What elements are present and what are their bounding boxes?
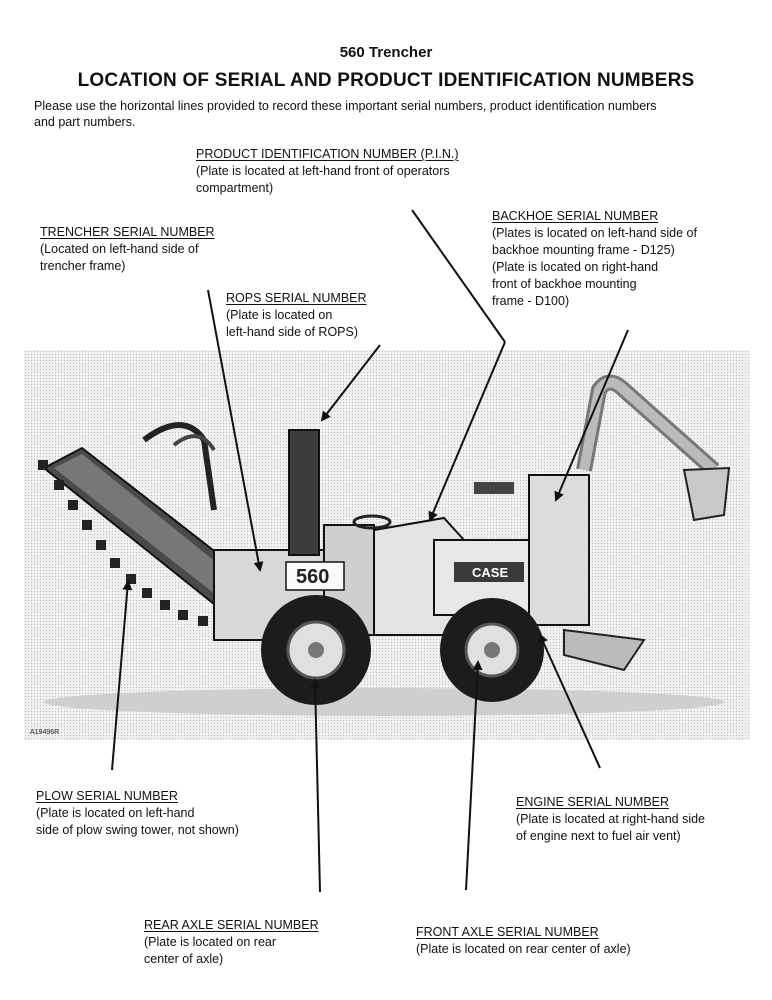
figure-code: A19496R (30, 729, 59, 736)
label-rear-axle-heading: REAR AXLE SERIAL NUMBER (144, 918, 319, 932)
label-pin-heading: PRODUCT IDENTIFICATION NUMBER (P.I.N.) (196, 147, 459, 161)
label-pin-line: (Plate is located at left-hand front of … (196, 164, 450, 178)
brand-logo: CASE (472, 565, 508, 580)
label-backhoe-line: (Plate is located on right-hand (492, 260, 659, 274)
label-trencher-heading: TRENCHER SERIAL NUMBER (40, 225, 215, 239)
label-engine: ENGINE SERIAL NUMBER (Plate is located a… (516, 794, 756, 845)
label-rops-heading: ROPS SERIAL NUMBER (226, 291, 367, 305)
label-front-axle-heading: FRONT AXLE SERIAL NUMBER (416, 925, 599, 939)
label-front-axle-line: (Plate is located on rear center of axle… (416, 942, 631, 956)
trencher-photo: CASE 560 A19496R (24, 350, 750, 740)
label-trencher-line: (Located on left-hand side of (40, 242, 199, 256)
label-rops-line: left-hand side of ROPS) (226, 325, 359, 339)
label-rear-axle-line: center of axle) (144, 952, 224, 966)
label-engine-line: of engine next to fuel air vent) (516, 829, 681, 843)
label-rear-axle: REAR AXLE SERIAL NUMBER (Plate is locate… (144, 917, 374, 968)
label-engine-line: (Plate is located at right-hand side (516, 812, 705, 826)
label-rops: ROPS SERIAL NUMBER (Plate is located on … (226, 290, 426, 341)
label-trencher-line: trencher frame) (40, 259, 126, 273)
label-front-axle: FRONT AXLE SERIAL NUMBER (Plate is locat… (416, 924, 696, 958)
label-backhoe-line: backhoe mounting frame - D125) (492, 243, 675, 257)
rear-wheel (261, 595, 371, 705)
label-backhoe-line: frame - D100) (492, 294, 570, 308)
label-pin-line: compartment) (196, 181, 274, 195)
document-model-title: 560 Trencher (339, 44, 433, 61)
front-wheel (440, 598, 544, 702)
document-title: LOCATION OF SERIAL AND PRODUCT IDENTIFIC… (77, 70, 695, 91)
label-backhoe: BACKHOE SERIAL NUMBER (Plates is located… (492, 208, 752, 310)
label-engine-heading: ENGINE SERIAL NUMBER (516, 795, 670, 809)
model-plate-text: 560 (296, 566, 329, 588)
label-pin: PRODUCT IDENTIFICATION NUMBER (P.I.N.) (… (196, 146, 516, 197)
intro-text: Please use the horizontal lines provided… (34, 99, 657, 129)
label-plow-line: (Plate is located on left-hand (36, 806, 195, 820)
label-backhoe-line: front of backhoe mounting (492, 277, 637, 291)
label-backhoe-line: (Plates is located on left-hand side of (492, 226, 697, 240)
label-plow: PLOW SERIAL NUMBER (Plate is located on … (36, 788, 296, 839)
label-rops-line: (Plate is located on (226, 308, 333, 322)
label-backhoe-heading: BACKHOE SERIAL NUMBER (492, 209, 659, 223)
label-plow-line: side of plow swing tower, not shown) (36, 823, 239, 837)
label-trencher: TRENCHER SERIAL NUMBER (Located on left-… (40, 224, 260, 275)
label-rear-axle-line: (Plate is located on rear (144, 935, 277, 949)
label-plow-heading: PLOW SERIAL NUMBER (36, 789, 178, 803)
